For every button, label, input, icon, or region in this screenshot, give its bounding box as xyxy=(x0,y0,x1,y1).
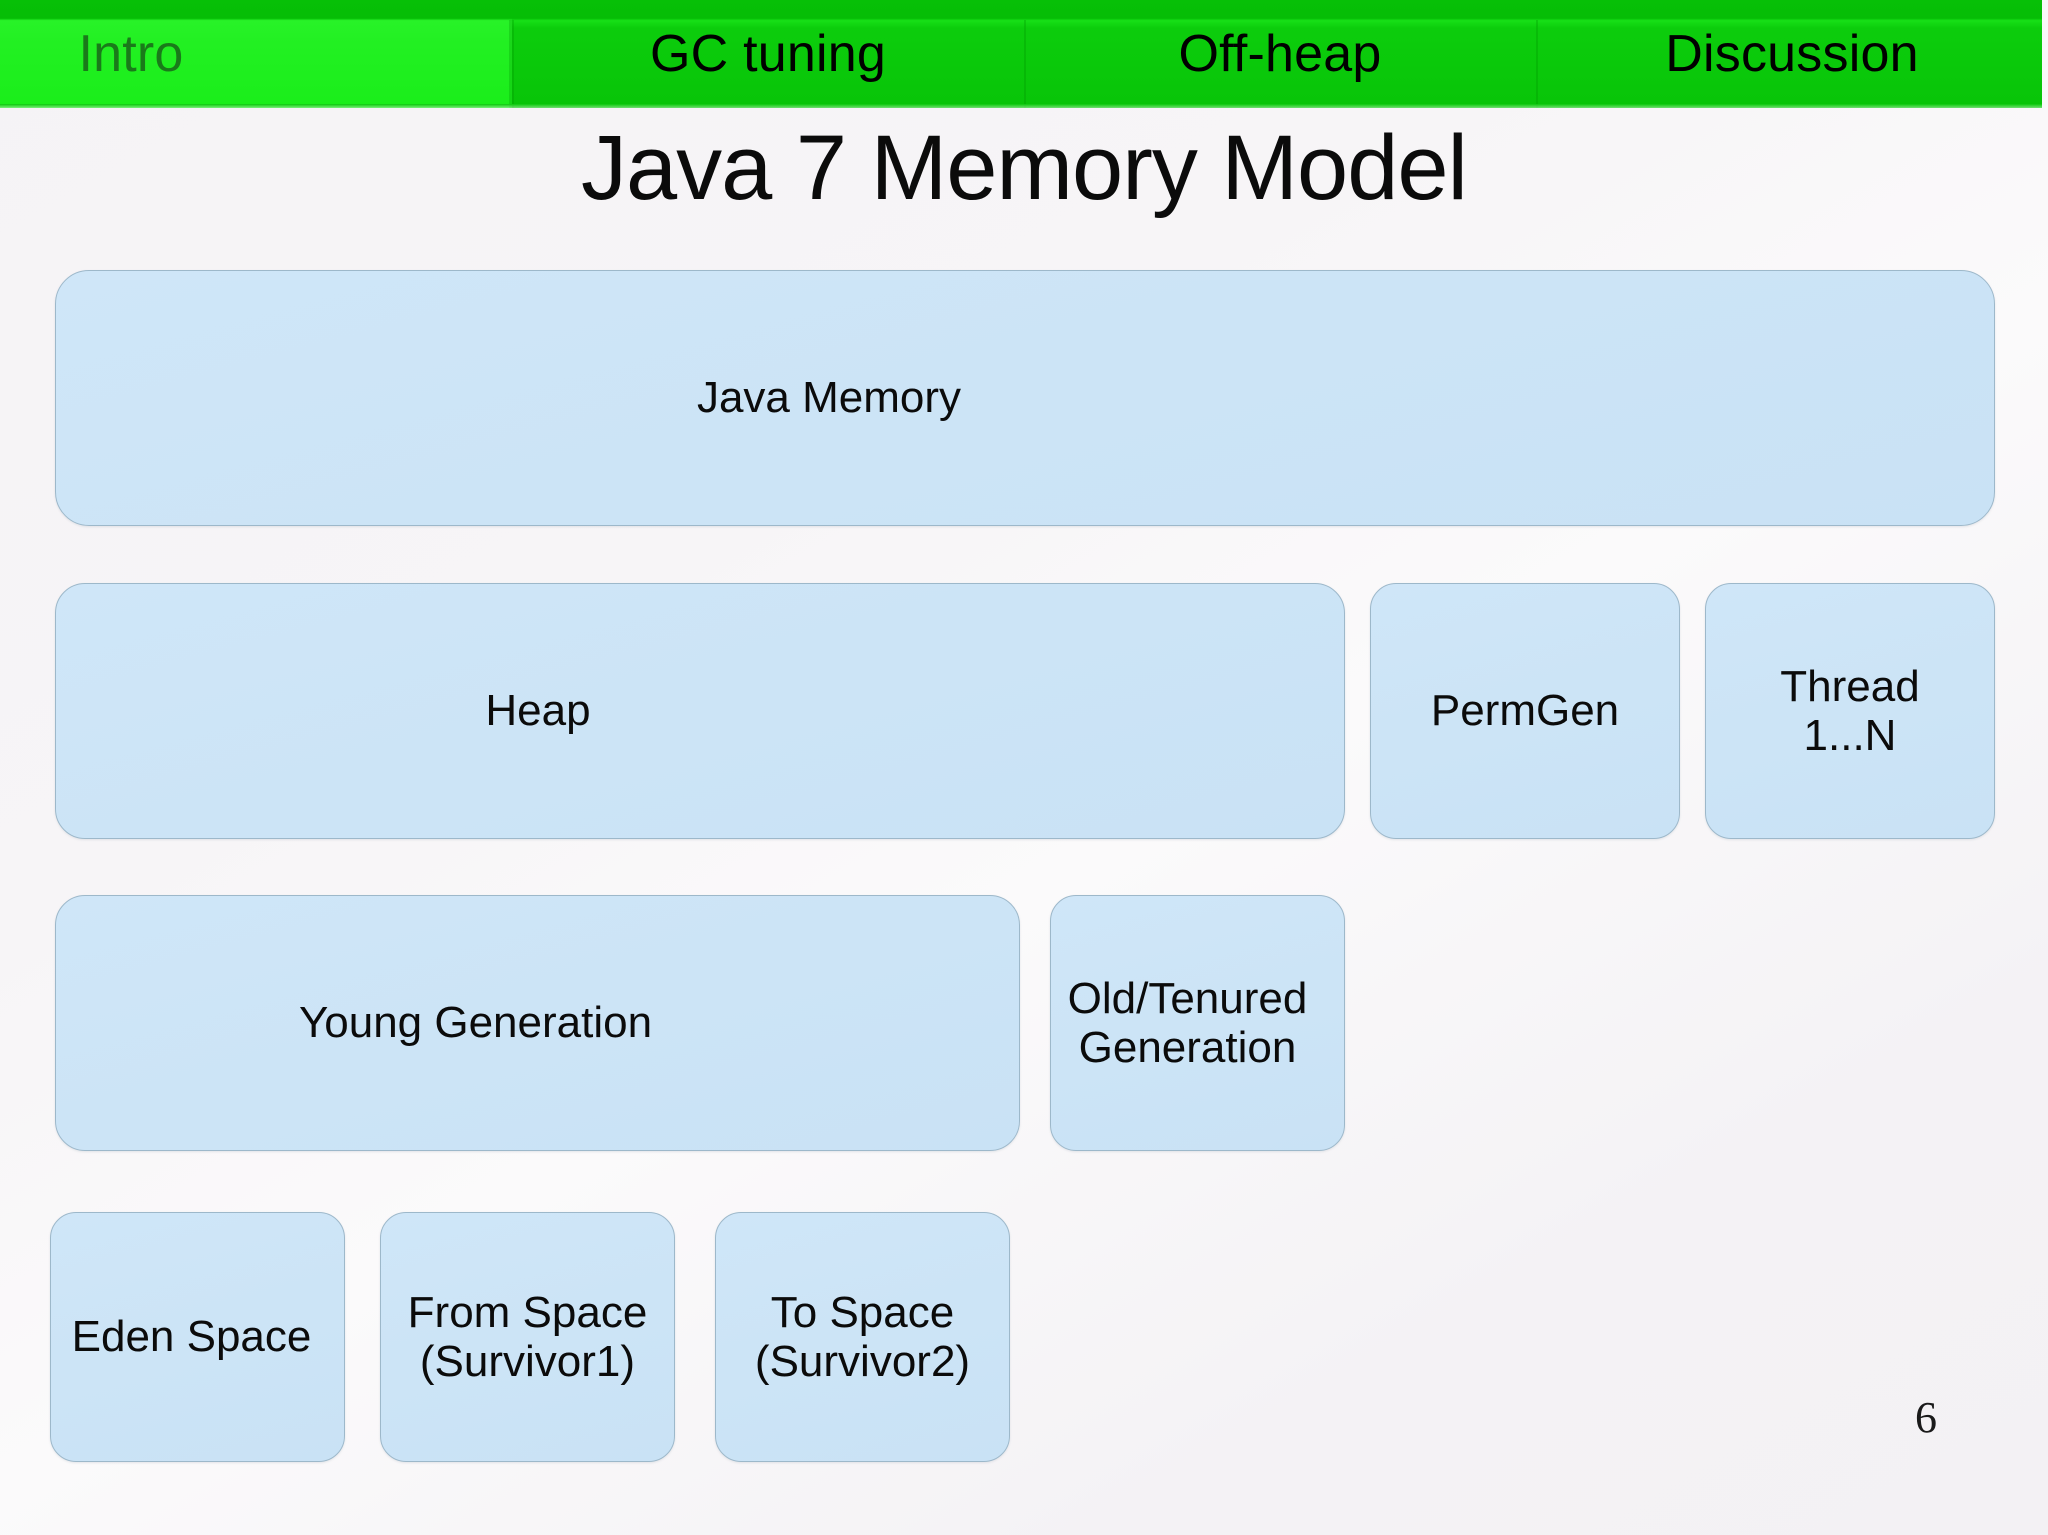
slide-title: Java 7 Memory Model xyxy=(581,117,1468,219)
diagram-box-permgen-label: PermGen xyxy=(1430,686,1620,736)
diagram-box-java-memory: Java Memory xyxy=(55,270,1995,526)
diagram-box-from-space-label: From Space (Survivor1) xyxy=(407,1287,648,1386)
tab-off-heap[interactable]: Off-heap xyxy=(1024,0,1536,108)
tab-gc-tuning-label: GC tuning xyxy=(650,25,886,83)
diagram-box-to-space: To Space (Survivor2) xyxy=(715,1212,1010,1462)
diagram-box-young-generation: Young Generation xyxy=(55,895,1020,1151)
diagram-box-eden-space-label: Eden Space xyxy=(71,1312,312,1362)
tab-gc-tuning[interactable]: GC tuning xyxy=(512,0,1024,108)
tab-off-heap-label: Off-heap xyxy=(1178,25,1382,83)
tab-discussion-label: Discussion xyxy=(1665,25,1919,83)
diagram-box-from-space: From Space (Survivor1) xyxy=(380,1212,675,1462)
diagram-box-java-memory-label: Java Memory xyxy=(696,373,962,423)
diagram-box-to-space-label: To Space (Survivor2) xyxy=(754,1287,971,1386)
tab-intro[interactable]: Intro xyxy=(0,0,512,108)
diagram-box-eden-space: Eden Space xyxy=(50,1212,345,1462)
page-number: 6 xyxy=(1915,1393,1937,1442)
slide-navbar: Intro GC tuning Off-heap Discussion xyxy=(0,0,2042,108)
diagram-box-young-generation-label: Young Generation xyxy=(298,998,653,1048)
diagram-box-thread-label: Thread 1...N xyxy=(1780,661,1920,760)
diagram-box-heap: Heap xyxy=(55,583,1345,839)
diagram-box-old-tenured-generation: Old/Tenured Generation xyxy=(1050,895,1345,1151)
tab-intro-label: Intro xyxy=(78,25,184,83)
diagram-box-old-tenured-generation-label: Old/Tenured Generation xyxy=(1067,973,1308,1072)
diagram-box-heap-label: Heap xyxy=(485,686,591,736)
diagram-box-thread: Thread 1...N xyxy=(1705,583,1995,839)
tab-discussion[interactable]: Discussion xyxy=(1536,0,2048,108)
diagram-box-permgen: PermGen xyxy=(1370,583,1680,839)
